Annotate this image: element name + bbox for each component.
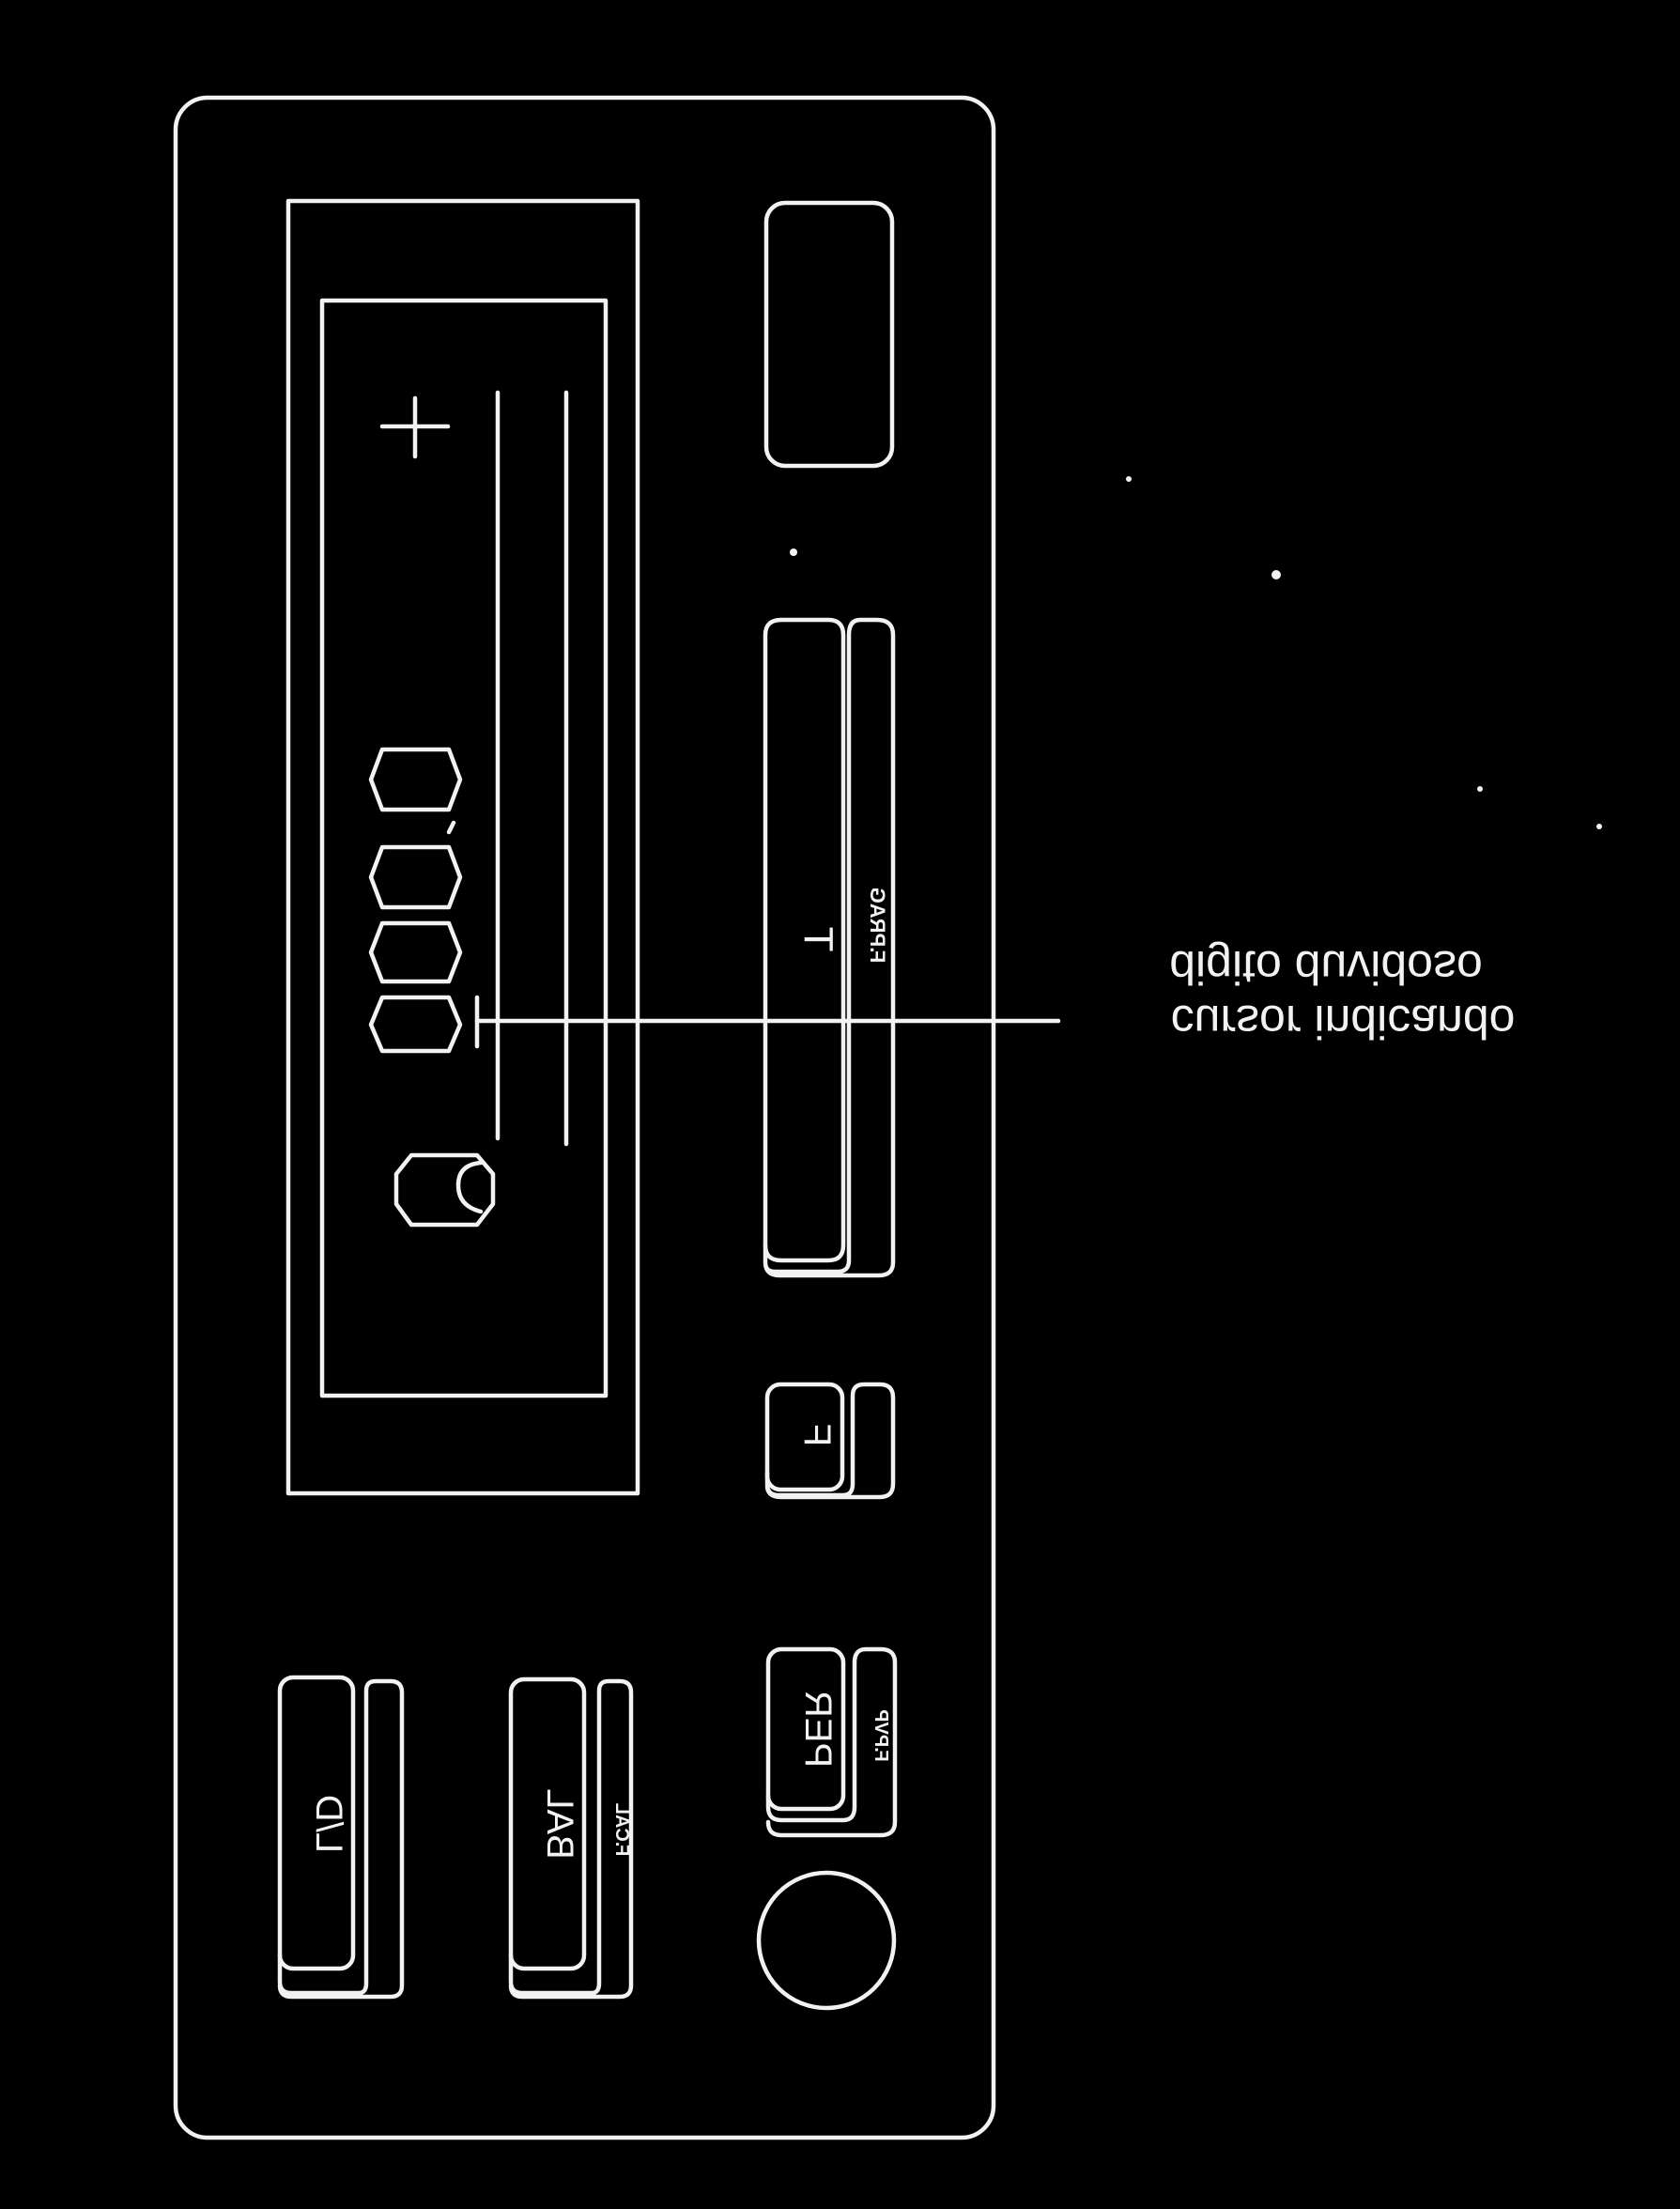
digit-zero-2 — [368, 844, 463, 910]
display-screen — [319, 298, 609, 1398]
tare-key-label: T — [795, 927, 841, 952]
per-key[interactable]: PER F.PVP — [765, 1646, 898, 1838]
digit-zero-4 — [368, 995, 463, 1054]
bal-key-fn-label: F.CAL — [611, 1803, 632, 1857]
ld-key[interactable]: L/D — [277, 1675, 405, 2000]
per-key-label: PER — [797, 1691, 839, 1768]
annotation-line-2: digito duvidoso — [1169, 941, 1483, 994]
digit-zero-1 — [368, 747, 463, 812]
tare-key[interactable]: T F.PRAG — [763, 617, 896, 1278]
display-bezel — [285, 198, 640, 1496]
f-key-label: F — [796, 1424, 838, 1446]
digit-zero-3 — [368, 920, 463, 984]
decimal-mark — [446, 820, 456, 835]
f-key[interactable]: F — [764, 1382, 896, 1500]
specks — [790, 476, 1602, 829]
panel-outline — [173, 95, 996, 2140]
blank-key[interactable] — [763, 200, 895, 469]
cursor-indicator — [474, 995, 1061, 1049]
bal-key[interactable]: BAL F.CAL — [508, 1676, 634, 2000]
unit-glyph-icon: g — [393, 1152, 496, 1228]
ld-key-label: L/D — [308, 1795, 349, 1853]
plus-sign-icon — [379, 395, 451, 459]
annotation-line-1: cursor indicando — [1171, 996, 1516, 1048]
round-key[interactable] — [756, 1870, 897, 2011]
per-key-fn-label: F.PVP — [871, 1709, 891, 1762]
display-digits: 0 0 0 0 , — [368, 747, 463, 1054]
annotation: digito duvidoso cursor indicando — [1169, 941, 1515, 1048]
bal-key-label: BAL — [539, 1788, 580, 1860]
tare-key-fn-label: F.PRAG — [866, 888, 889, 964]
display-window: + 0 0 0 0 , g — [285, 198, 1061, 1496]
